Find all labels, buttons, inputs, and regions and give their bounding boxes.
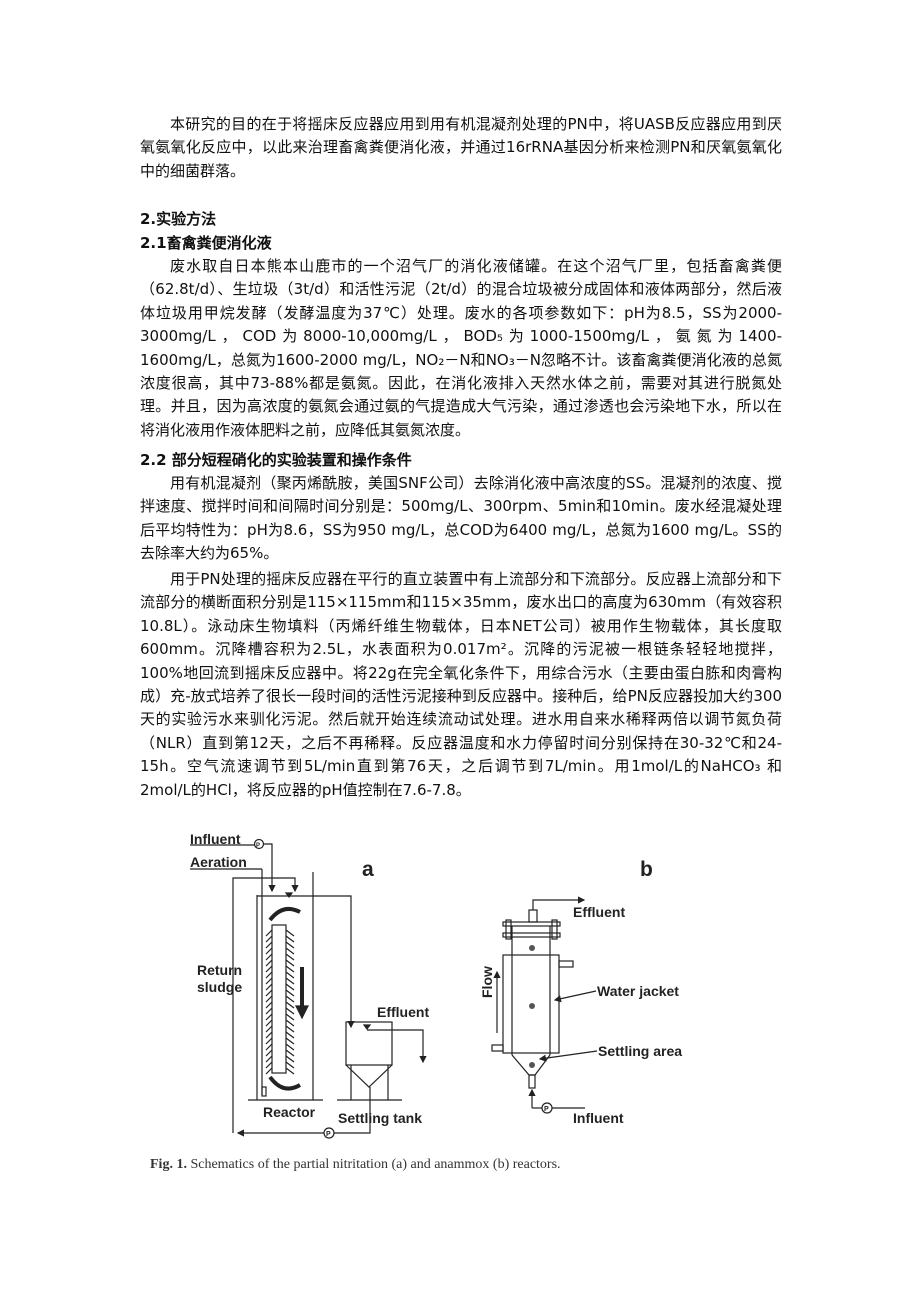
paragraph-2-2-a-text: 用有机混凝剂（聚丙烯酰胺，美国SNF公司）去除消化液中高浓度的SS。混凝剂的浓度… xyxy=(140,474,782,563)
label-settling-area: Settling area xyxy=(598,1043,682,1059)
label-influent-a: Influent xyxy=(190,831,241,847)
paragraph-2-1: 废水取自日本熊本山鹿市的一个沼气厂的消化液储罐。在这个沼气厂里，包括畜禽粪便（6… xyxy=(140,255,782,442)
label-sludge: sludge xyxy=(197,979,242,995)
circulation-arrow-bottom xyxy=(268,1075,302,1091)
panel-label-a: a xyxy=(362,858,374,881)
label-settling-tank: Settling tank xyxy=(338,1110,422,1126)
reactor-b-diagram xyxy=(491,896,598,1114)
paragraph-2-2-b-text: 用于PN处理的摇床反应器在平行的直立装置中有上流部分和下流部分。反应器上流部分和… xyxy=(140,570,782,799)
water-jacket xyxy=(502,954,560,1054)
label-aeration: Aeration xyxy=(190,854,247,870)
paragraph-2-1-text: 废水取自日本熊本山鹿市的一个沼气厂的消化液储罐。在这个沼气厂里，包括畜禽粪便（6… xyxy=(140,257,782,439)
circulation-arrow-top xyxy=(268,906,301,922)
label-effluent-b: Effluent xyxy=(573,904,625,920)
settling-tank xyxy=(345,1021,393,1066)
pump-label-a1: P xyxy=(256,843,260,849)
pump-label-b: P xyxy=(544,1106,549,1113)
section-heading: 2.实验方法 xyxy=(140,210,217,228)
intro-paragraph: 本研究的目的在于将摇床反应器应用到用有机混凝剂处理的PN中，将UASB反应器应用… xyxy=(140,113,782,183)
subsection-heading-2-1: 2.1畜禽粪便消化液 xyxy=(140,234,272,252)
subsection-heading-2-2: 2.2 部分短程硝化的实验装置和操作条件 xyxy=(140,451,412,469)
label-return: Return xyxy=(197,962,242,978)
label-reactor: Reactor xyxy=(263,1104,316,1120)
panel-label-b: b xyxy=(640,858,653,881)
figure-caption: Fig. 1. Schematics of the partial nitrit… xyxy=(150,1157,690,1173)
reactor-a-diagram xyxy=(190,838,427,1139)
carrier-bristles xyxy=(265,929,295,1075)
caption-text: Schematics of the partial nitritation (a… xyxy=(190,1157,561,1172)
caption-label: Fig. 1. xyxy=(150,1157,187,1172)
label-water-jacket: Water jacket xyxy=(597,983,679,999)
label-effluent-a: Effluent xyxy=(377,1004,429,1020)
label-flow: Flow xyxy=(479,966,495,998)
pump-label-a2: P xyxy=(326,1131,331,1138)
label-influent-b: Influent xyxy=(573,1110,624,1126)
intro-text: 本研究的目的在于将摇床反应器应用到用有机混凝剂处理的PN中，将UASB反应器应用… xyxy=(140,115,782,180)
paragraph-2-2-b: 用于PN处理的摇床反应器在平行的直立装置中有上流部分和下流部分。反应器上流部分和… xyxy=(140,568,782,802)
paragraph-2-2-a: 用有机混凝剂（聚丙烯酰胺，美国SNF公司）去除消化液中高浓度的SS。混凝剂的浓度… xyxy=(140,472,782,566)
